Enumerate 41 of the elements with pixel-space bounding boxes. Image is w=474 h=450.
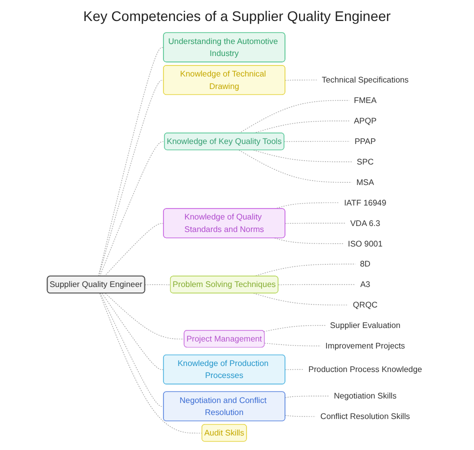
node-text: VDA 6.3 — [350, 218, 380, 228]
connector — [99, 141, 165, 277]
node-text: Negotiation Skills — [334, 391, 397, 400]
node-text: QRQC — [352, 300, 378, 310]
node-text: Production Process Knowledge — [308, 364, 422, 374]
node-text: IATF 16949 — [344, 198, 386, 208]
connector — [274, 202, 340, 210]
connector — [284, 141, 350, 142]
connector — [104, 223, 164, 277]
node-text: Improvement Projects — [325, 340, 405, 350]
connector — [284, 80, 318, 81]
connector — [284, 369, 304, 370]
node-text: PPAP — [354, 136, 376, 146]
connector — [238, 150, 352, 183]
connector — [102, 293, 164, 370]
connector — [253, 150, 352, 162]
node-text: Supplier Evaluation — [330, 320, 400, 330]
node-text: MSA — [356, 177, 374, 187]
connector — [284, 415, 316, 417]
node-text: SPC — [356, 156, 374, 166]
node-text: 8D — [360, 259, 370, 268]
connector — [264, 325, 326, 332]
connector — [274, 238, 344, 244]
connector — [99, 293, 202, 434]
connector — [253, 293, 349, 306]
connector — [264, 342, 322, 346]
node-text: APQP — [354, 116, 377, 126]
diagram-title: Key Competencies of a Supplier Quality Engineer — [83, 8, 391, 24]
connector — [144, 284, 171, 286]
node-text: A3 — [360, 280, 370, 289]
connector — [238, 100, 350, 134]
node-text: Technical Specifications — [322, 75, 409, 84]
node-text: ISO 9001 — [348, 238, 382, 248]
connector — [278, 284, 356, 286]
node-text: Conflict Resolution Skills — [320, 412, 410, 421]
connector — [284, 222, 346, 224]
connector — [100, 293, 164, 407]
node-text: FMEA — [354, 96, 377, 105]
connector — [105, 293, 185, 340]
connector — [253, 264, 356, 277]
connector — [284, 396, 330, 398]
